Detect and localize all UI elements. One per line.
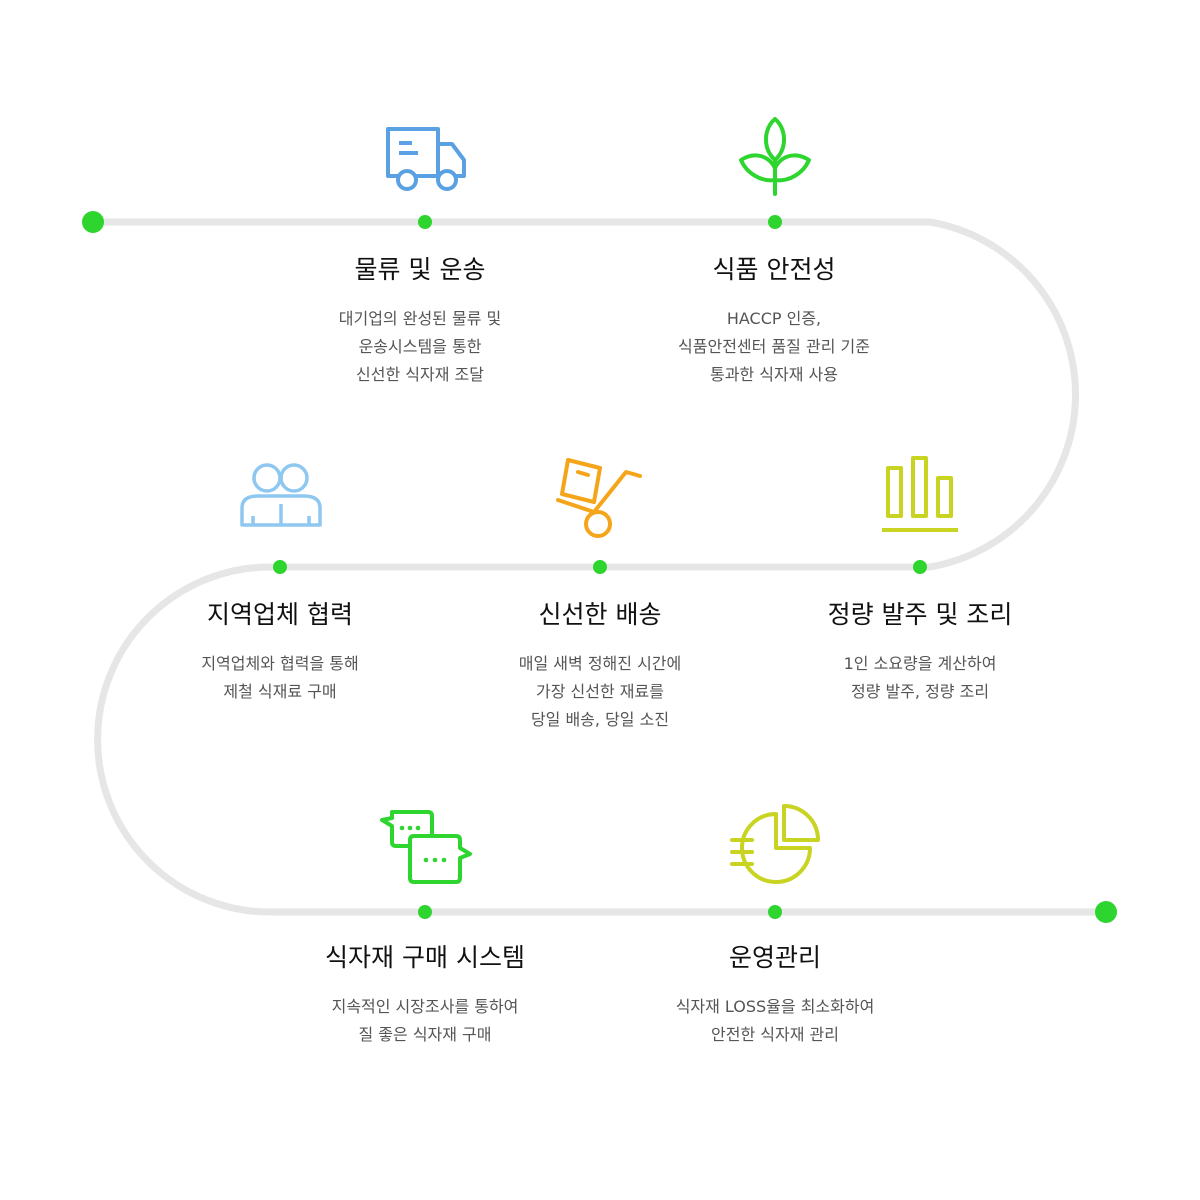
pie-chart-icon (730, 804, 820, 884)
desc-line: 가장 신선한 재료를 (536, 682, 664, 701)
step-description: 지속적인 시장조사를 통하여 질 좋은 식자재 구매 (315, 993, 535, 1049)
step-logistics: 물류 및 운송 대기업의 완성된 물류 및 운송시스템을 통한 신선한 식자재 … (310, 255, 530, 389)
chat-bubbles-icon (380, 810, 472, 884)
delivery-truck-icon (386, 127, 466, 191)
desc-line: 통과한 식자재 사용 (710, 365, 838, 384)
step-portion-control: 정량 발주 및 조리 1인 소요량을 계산하여 정량 발주, 정량 조리 (810, 600, 1030, 706)
step-title: 식자재 구매 시스템 (325, 943, 525, 972)
bar-chart-icon (882, 456, 958, 532)
desc-line: HACCP 인증, (726, 309, 822, 328)
step-title: 지역업체 협력 (207, 600, 353, 629)
desc-line: 안전한 식자재 관리 (711, 1025, 839, 1044)
end-dot (1095, 901, 1117, 923)
desc-line: 식품안전센터 품질 관리 기준 (678, 337, 870, 356)
desc-line: 질 좋은 식자재 구매 (358, 1025, 492, 1044)
desc-line: 지속적인 시장조사를 통하여 (331, 997, 519, 1016)
step-dot (418, 215, 432, 229)
start-dot (82, 211, 104, 233)
step-title: 물류 및 운송 (354, 255, 486, 284)
step-operations: 운영관리 식자재 LOSS율을 최소화하여 안전한 식자재 관리 (665, 943, 885, 1049)
step-local-partners: 지역업체 협력 지역업체와 협력을 통해 제철 식재료 구매 (170, 600, 390, 706)
step-description: HACCP 인증, 식품안전센터 품질 관리 기준 통과한 식자재 사용 (664, 305, 884, 389)
sprout-icon (739, 117, 811, 196)
step-title: 신선한 배송 (538, 600, 662, 629)
desc-line: 지역업체와 협력을 통해 (201, 654, 359, 673)
desc-line: 당일 배송, 당일 소진 (530, 710, 670, 729)
desc-line: 제철 식재료 구매 (223, 682, 337, 701)
step-description: 매일 새벽 정해진 시간에 가장 신선한 재료를 당일 배송, 당일 소진 (490, 650, 710, 734)
step-dot (768, 905, 782, 919)
step-food-safety: 식품 안전성 HACCP 인증, 식품안전센터 품질 관리 기준 통과한 식자재… (664, 255, 884, 389)
hand-truck-icon (556, 458, 642, 538)
step-description: 1인 소요량을 계산하여 정량 발주, 정량 조리 (810, 650, 1030, 706)
desc-line: 1인 소요량을 계산하여 (843, 654, 997, 673)
step-purchasing-system: 식자재 구매 시스템 지속적인 시장조사를 통하여 질 좋은 식자재 구매 (315, 943, 535, 1049)
step-dot (768, 215, 782, 229)
step-title: 정량 발주 및 조리 (827, 600, 1013, 629)
step-description: 식자재 LOSS율을 최소화하여 안전한 식자재 관리 (665, 993, 885, 1049)
desc-line: 운송시스템을 통한 (358, 337, 482, 356)
step-title: 운영관리 (728, 943, 821, 972)
step-description: 지역업체와 협력을 통해 제철 식재료 구매 (170, 650, 390, 706)
two-people-icon (240, 463, 322, 527)
step-dot (593, 560, 607, 574)
desc-line: 매일 새벽 정해진 시간에 (518, 654, 682, 673)
step-description: 대기업의 완성된 물류 및 운송시스템을 통한 신선한 식자재 조달 (310, 305, 530, 389)
step-dot (418, 905, 432, 919)
step-title: 식품 안전성 (712, 255, 836, 284)
desc-line: 대기업의 완성된 물류 및 (338, 309, 502, 328)
desc-line: 신선한 식자재 조달 (356, 365, 484, 384)
road-line (89, 218, 1110, 916)
step-fresh-delivery: 신선한 배송 매일 새벽 정해진 시간에 가장 신선한 재료를 당일 배송, 당… (490, 600, 710, 734)
step-dot (273, 560, 287, 574)
desc-line: 식자재 LOSS율을 최소화하여 (675, 997, 875, 1016)
desc-line: 정량 발주, 정량 조리 (850, 682, 990, 701)
step-dot (913, 560, 927, 574)
